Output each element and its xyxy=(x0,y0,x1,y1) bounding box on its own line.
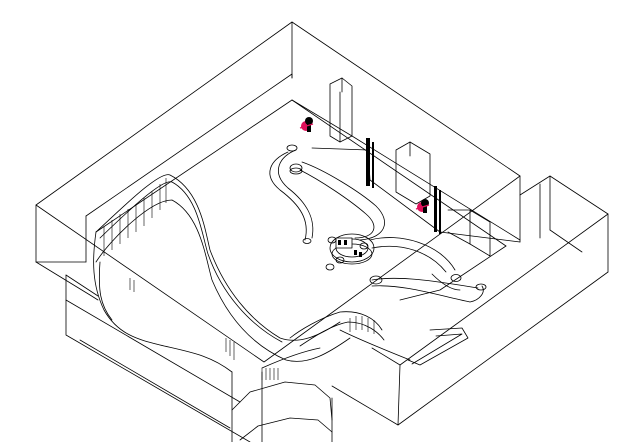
back-slab-top xyxy=(291,99,521,241)
envelope-inner-left-top xyxy=(85,73,293,217)
plinth-front-curve-lower xyxy=(239,417,333,441)
floor-back-edge-left xyxy=(95,99,293,233)
envelope-top-face xyxy=(35,21,521,363)
figure-right-leg xyxy=(423,205,427,213)
annex-notch xyxy=(407,327,469,366)
plinth-front-curve xyxy=(231,381,333,421)
plinth-left-upper xyxy=(65,274,99,297)
annex-top xyxy=(371,175,609,366)
panel-b xyxy=(447,209,491,257)
back-slab-face xyxy=(311,147,521,243)
strip-b xyxy=(434,186,437,232)
path-upper-loop-inner xyxy=(301,161,385,241)
path-upper-loop xyxy=(299,169,375,239)
ramp-sweep-2 xyxy=(261,347,321,369)
path-left-loop-inner xyxy=(278,149,314,239)
figure-back xyxy=(299,117,314,132)
pedestal-front-right xyxy=(450,274,462,282)
strip-a xyxy=(366,138,370,186)
strip-b2 xyxy=(439,190,441,234)
central-island xyxy=(327,233,375,265)
envelope-lower-left xyxy=(35,261,99,301)
ramp-lower xyxy=(299,321,385,347)
path-right-arc xyxy=(369,237,456,271)
island-outer xyxy=(329,233,375,263)
path-left-loop xyxy=(269,151,307,241)
figure-right-arm xyxy=(415,204,430,210)
plinth-left-mid xyxy=(65,299,241,403)
ramp-sweep xyxy=(339,329,411,361)
path-short-arc xyxy=(431,273,461,291)
pedestal-small xyxy=(325,263,335,271)
curved-wall-top xyxy=(95,174,341,341)
wall-hatch xyxy=(103,178,375,380)
pedestal-far-right xyxy=(475,283,487,291)
figure-back-head xyxy=(305,117,313,125)
pedestal-front-left xyxy=(369,275,383,285)
pedestal-top xyxy=(286,144,298,152)
back-wall xyxy=(291,77,521,257)
path-right-arc-inner xyxy=(371,245,447,273)
island-screen-d xyxy=(359,252,362,257)
path-lower-track-2 xyxy=(371,285,484,303)
strip-a2 xyxy=(372,142,374,188)
right-annex xyxy=(331,175,609,426)
figure-back-arm xyxy=(299,123,314,129)
outer-envelope xyxy=(35,21,521,363)
floor-right-edge xyxy=(399,245,507,301)
front-ramp xyxy=(261,311,411,369)
floor-back-edge-right xyxy=(291,99,507,247)
pedestal-back xyxy=(289,163,303,173)
curved-wall xyxy=(93,174,351,373)
pedestal-mid xyxy=(302,238,312,244)
annex-front-vertical xyxy=(397,364,401,426)
island-screen-a xyxy=(338,240,341,245)
column-front xyxy=(329,77,353,143)
pedestals xyxy=(286,144,487,291)
panel-a xyxy=(395,141,431,205)
curved-wall-inner-top xyxy=(99,181,283,343)
ramp-upper xyxy=(289,311,383,339)
figure-back-leg xyxy=(307,124,311,132)
curved-wall-left-face xyxy=(93,231,233,373)
curved-wall-left-face-2 xyxy=(98,261,113,321)
plinth-step xyxy=(79,339,231,429)
island-screen-b xyxy=(344,240,347,245)
island-pod-a xyxy=(327,236,337,244)
island-screen-c xyxy=(354,250,357,255)
island-pod-b xyxy=(359,242,369,250)
figure-right xyxy=(415,199,430,213)
annex-mid-line xyxy=(549,229,583,253)
floor-paths xyxy=(269,149,484,303)
pedestal-back-base xyxy=(289,167,303,175)
plinth-left-top xyxy=(65,274,251,442)
dark-strips xyxy=(366,138,441,234)
base-plinth xyxy=(65,274,333,442)
island-pod-c xyxy=(335,256,345,264)
path-lower-track xyxy=(371,277,479,289)
annex-notch-inner xyxy=(411,333,463,365)
